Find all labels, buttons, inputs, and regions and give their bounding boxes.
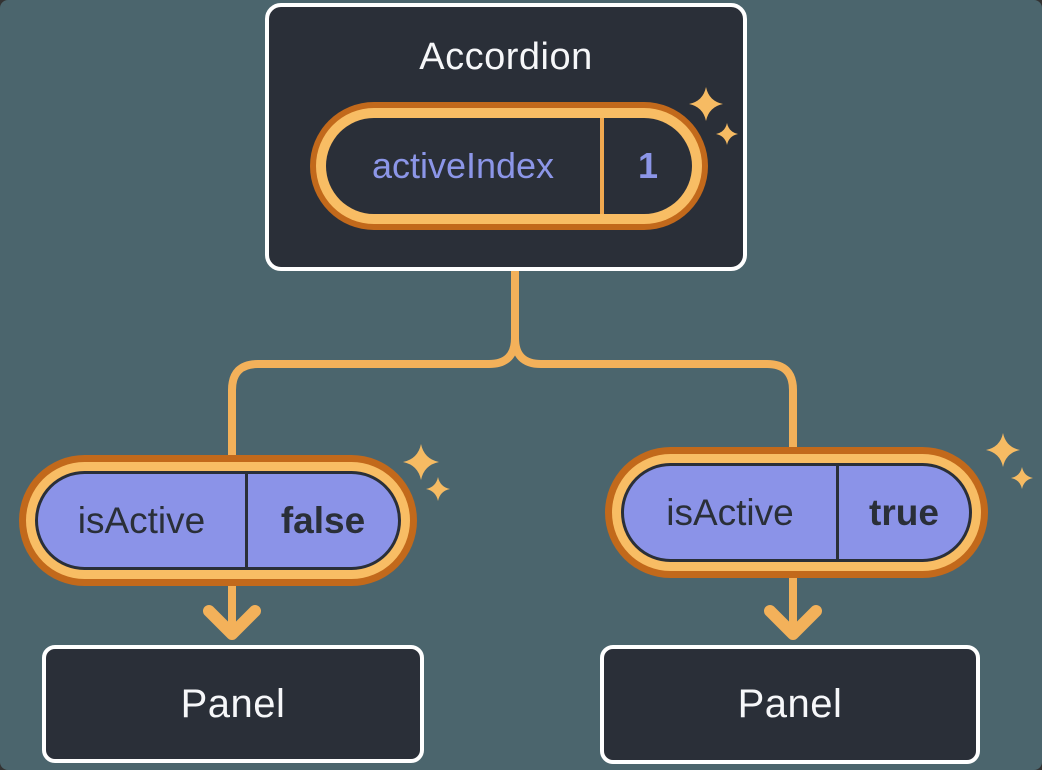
accordion-node: Accordion activeIndex 1 — [265, 3, 747, 271]
prop-pill-left: isActive false — [19, 455, 417, 586]
sparkle-icon — [426, 477, 450, 501]
sparkle-icon — [403, 444, 439, 480]
state-pill-ring: activeIndex 1 — [316, 108, 702, 224]
prop-pill-divider — [836, 466, 839, 559]
arrow-down-icon — [764, 605, 822, 640]
prop-pill-ring: isActive true — [612, 454, 981, 571]
prop-pill-body: isActive true — [621, 463, 972, 562]
arrow-down-icon — [203, 605, 261, 640]
state-pill-divider — [600, 118, 604, 214]
prop-pill-value: false — [280, 499, 366, 541]
prop-pill-right: isActive true — [605, 447, 988, 578]
prop-pill-label: isActive — [666, 491, 794, 533]
prop-pill-value: true — [869, 491, 939, 533]
state-pill-label: activeIndex — [371, 145, 555, 186]
panel-node-left: Panel — [42, 645, 424, 763]
state-pill-value: 1 — [637, 145, 659, 186]
sparkle-icon — [986, 433, 1020, 467]
state-pill-body: activeIndex 1 — [326, 118, 692, 214]
prop-pill-body: isActive false — [35, 471, 401, 570]
prop-pill-ring: isActive false — [26, 462, 410, 579]
prop-pill-label: isActive — [77, 499, 206, 541]
prop-pill-divider — [245, 474, 248, 567]
accordion-title: Accordion — [419, 36, 593, 78]
panel-node-right: Panel — [600, 645, 980, 764]
state-pill: activeIndex 1 — [310, 102, 708, 230]
sparkle-icon — [1011, 467, 1033, 489]
